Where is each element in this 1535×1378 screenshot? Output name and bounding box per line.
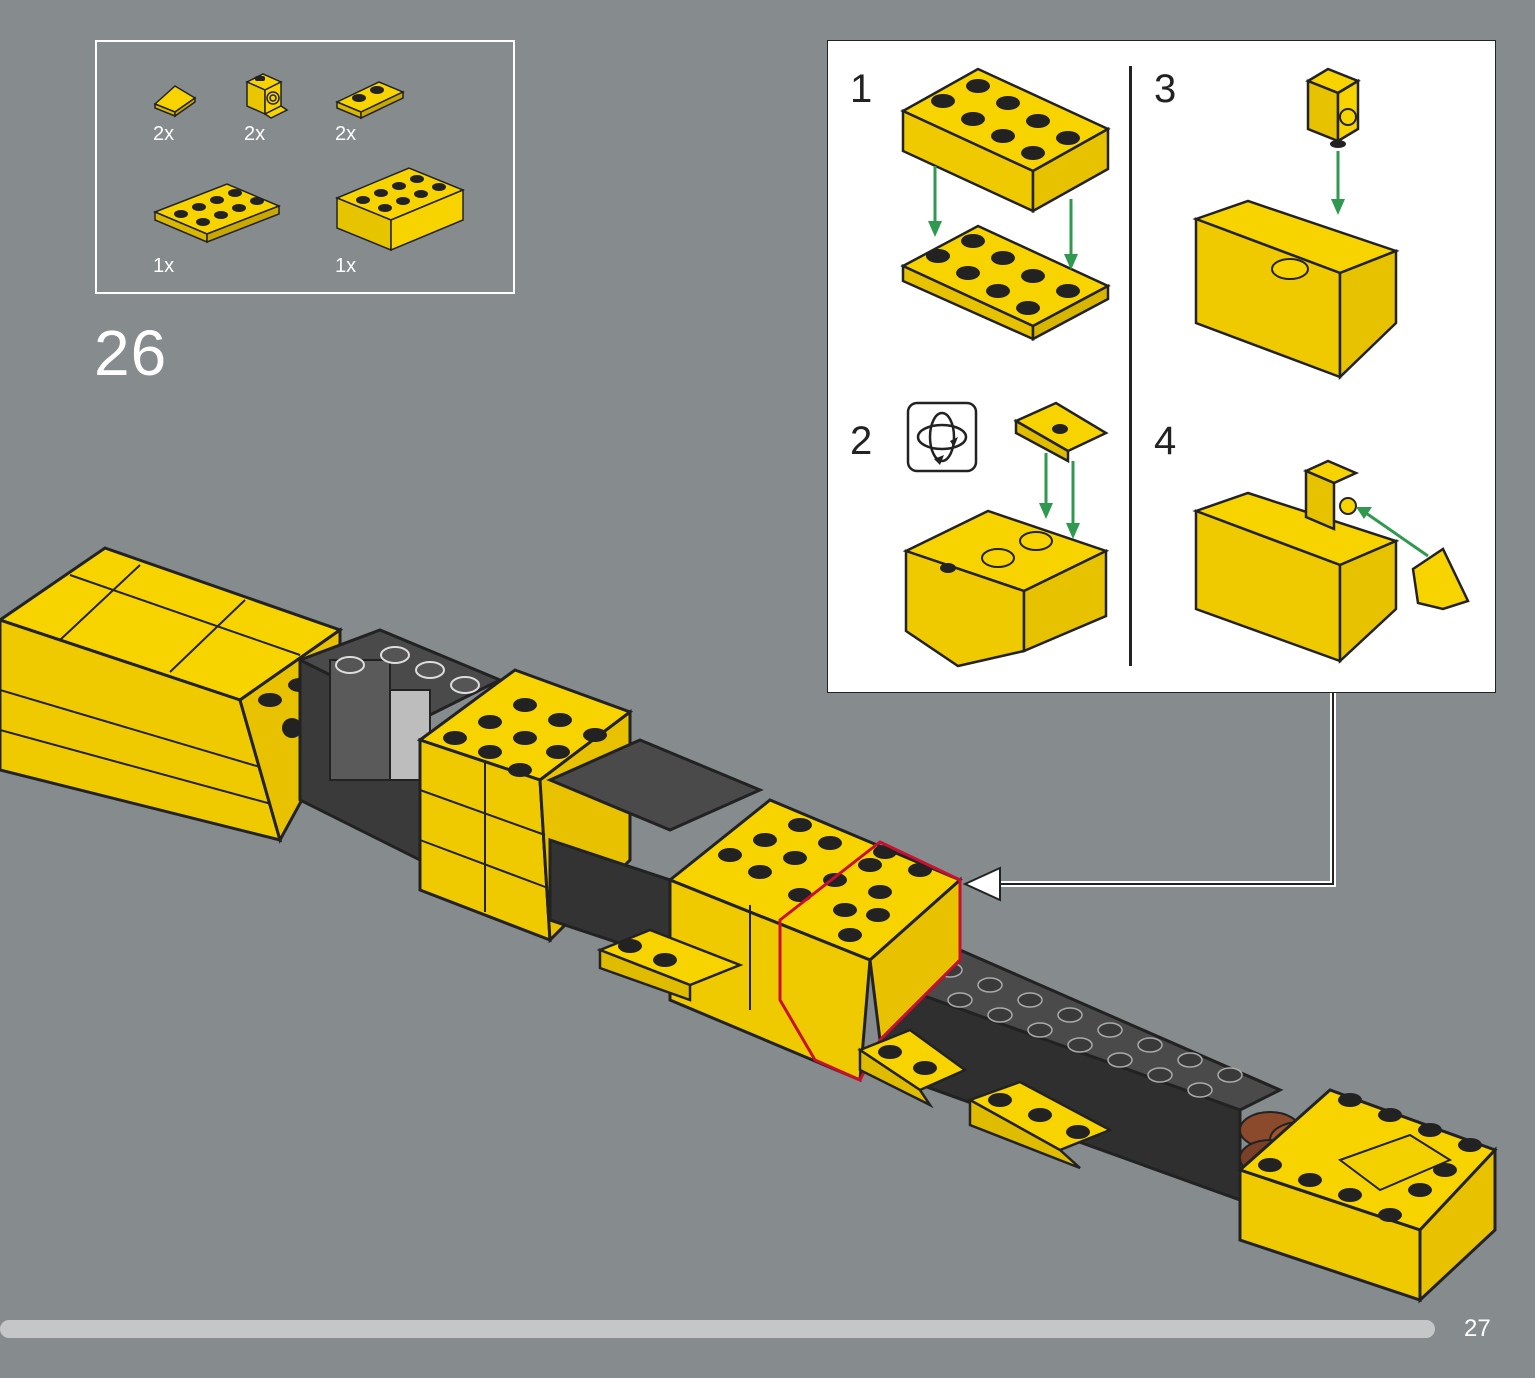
callout-arrow-icon xyxy=(962,866,1001,902)
substep-drawings xyxy=(900,67,1470,668)
rotate-model-icon xyxy=(906,401,978,473)
substep-1-drawing xyxy=(900,67,1111,342)
substep-number: 2 xyxy=(850,419,873,463)
part-slope-icon xyxy=(151,80,201,120)
dark-gray-beam xyxy=(546,738,1284,1203)
page-number: 27 xyxy=(1464,1315,1491,1342)
part-qty: 1x xyxy=(335,255,357,277)
progress-bar xyxy=(0,1320,1435,1338)
substep-number: 3 xyxy=(1154,67,1177,111)
substep-3-drawing xyxy=(1192,67,1400,380)
center-yellow-assembly xyxy=(667,798,963,1083)
substep-number: 4 xyxy=(1154,419,1177,463)
part-qty: 1x xyxy=(153,255,175,277)
part-qty: 2x xyxy=(244,123,266,145)
part-plate-1x2-icon xyxy=(333,78,407,122)
substep-4-drawing xyxy=(1192,459,1470,664)
substeps-divider xyxy=(1129,66,1132,666)
right-yellow-section xyxy=(1237,1088,1498,1304)
part-plate-2x4-icon xyxy=(151,178,283,254)
small-yellow-plates xyxy=(596,928,1113,1170)
part-qty: 2x xyxy=(153,123,175,145)
part-brick-2x4-icon xyxy=(333,158,467,258)
parts-list-box: 2x 2x 2x xyxy=(95,40,515,294)
part-bracket-icon xyxy=(241,70,291,122)
substep-2-drawing xyxy=(902,401,1110,668)
step-number: 26 xyxy=(94,317,168,389)
part-qty: 2x xyxy=(335,123,357,145)
dark-gray-mechanism xyxy=(296,628,504,863)
substeps-callout-panel: 1 2 3 4 xyxy=(827,40,1496,693)
substep-number: 1 xyxy=(850,67,873,111)
left-yellow-section xyxy=(0,546,344,844)
